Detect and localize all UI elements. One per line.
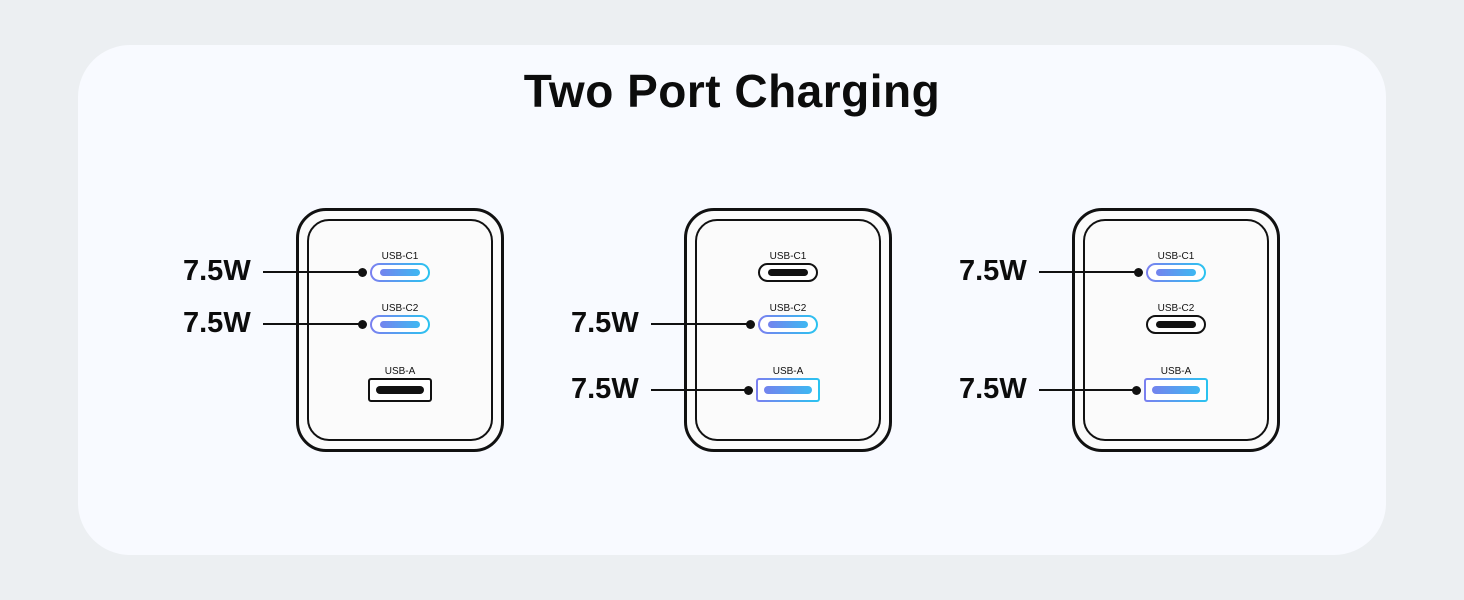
usb-a-port — [1144, 378, 1208, 402]
port-slot — [764, 386, 812, 394]
page-title: Two Port Charging — [523, 65, 941, 117]
wattage-label: 7.5W — [571, 307, 639, 339]
wattage-label: 7.5W — [571, 373, 639, 405]
wattage-label: 7.5W — [183, 307, 251, 339]
usb-a-port — [756, 378, 820, 402]
charger-face — [695, 219, 881, 441]
port-slot — [1156, 268, 1196, 276]
callout-line — [651, 389, 748, 391]
callout-line — [651, 323, 750, 325]
charger-face — [1083, 219, 1269, 441]
port-label: USB-C1 — [769, 251, 807, 262]
port-label: USB-C1 — [1157, 251, 1195, 262]
callout-dot — [743, 385, 753, 395]
usb-c-port — [758, 262, 818, 282]
port-slot — [376, 386, 424, 394]
wattage-label: 7.5W — [959, 255, 1027, 287]
callout-line — [1039, 271, 1138, 273]
port-label: USB-A — [384, 366, 416, 377]
usb-c-port — [1146, 263, 1206, 282]
port-label: USB-C2 — [381, 303, 419, 314]
charger-face — [307, 219, 493, 441]
callout-line — [1039, 389, 1136, 391]
callout-line — [263, 323, 362, 325]
port-label: USB-C1 — [381, 251, 419, 262]
wattage-label: 7.5W — [959, 373, 1027, 405]
callout-dot — [1133, 267, 1143, 277]
port-label: USB-C2 — [769, 303, 807, 314]
wattage-label: 7.5W — [183, 255, 251, 287]
usb-c-port — [758, 315, 818, 334]
usb-a-port — [368, 378, 432, 402]
port-slot — [380, 268, 420, 276]
port-label: USB-C2 — [1157, 303, 1195, 314]
port-slot — [768, 268, 808, 276]
usb-c-port — [1146, 314, 1206, 334]
port-label: USB-A — [772, 366, 804, 377]
callout-dot — [745, 319, 755, 329]
port-slot — [380, 320, 420, 328]
callout-line — [263, 271, 362, 273]
callout-dot — [1131, 385, 1141, 395]
port-label: USB-A — [1160, 366, 1192, 377]
port-slot — [1156, 320, 1196, 328]
usb-c-port — [370, 315, 430, 334]
port-slot — [1152, 386, 1200, 394]
callout-dot — [357, 267, 367, 277]
port-slot — [768, 320, 808, 328]
callout-dot — [357, 319, 367, 329]
usb-c-port — [370, 263, 430, 282]
